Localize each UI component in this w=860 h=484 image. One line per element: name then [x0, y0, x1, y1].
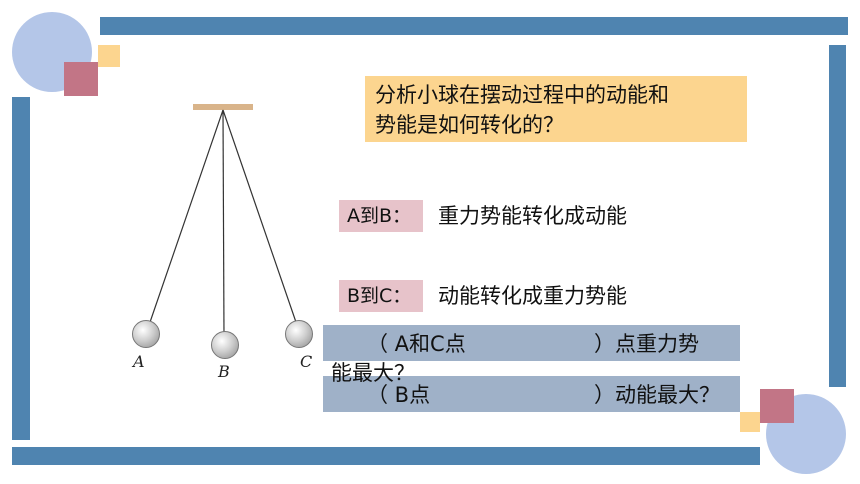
deco-square-yellow-top: [98, 45, 120, 67]
transition-tag-a-to-b: A到B：: [339, 200, 423, 232]
transition-text-a-to-b: 重力势能转化成动能: [438, 204, 627, 228]
blank-question-1-open: （ A和C点: [367, 332, 466, 356]
blank-question-1-close: ）点重力势: [594, 332, 699, 356]
pendulum-ball-a: [132, 320, 160, 348]
blank-question-2-open: （ B点: [367, 383, 431, 407]
question-line-1: 分析小球在摆动过程中的动能和: [375, 83, 669, 107]
question-line-2: 势能是如何转化的？: [375, 113, 564, 137]
transition-text-b-to-c: 动能转化成重力势能: [438, 284, 627, 308]
deco-square-rose-top: [64, 62, 98, 96]
frame-bar-top: [100, 17, 848, 35]
pendulum-string-a: [147, 109, 224, 329]
deco-square-rose-bottom: [760, 389, 794, 423]
pendulum-string-b: [222, 109, 225, 339]
pendulum-ceiling: [193, 104, 253, 110]
pendulum-string-c: [222, 109, 299, 329]
blank-question-2-bar: [323, 376, 740, 412]
frame-bar-right: [829, 45, 846, 387]
frame-bar-left: [12, 97, 30, 440]
blank-question-1-wrap: 能最大？: [331, 361, 415, 385]
question-box: 分析小球在摆动过程中的动能和 势能是如何转化的？: [365, 76, 747, 142]
pendulum-label-b: B: [218, 362, 230, 381]
pendulum-label-a: A: [133, 352, 145, 371]
pendulum-label-c: C: [300, 352, 313, 371]
transition-tag-b-to-c: B到C：: [339, 280, 423, 312]
pendulum-ball-c: [285, 320, 313, 348]
blank-question-1-bar: [323, 325, 740, 361]
blank-question-2-close: ）动能最大？: [594, 383, 720, 407]
deco-square-yellow-bottom: [740, 412, 760, 432]
pendulum-illustration: [147, 104, 299, 339]
pendulum-ball-b: [211, 331, 239, 359]
frame-bar-bottom: [12, 447, 760, 465]
